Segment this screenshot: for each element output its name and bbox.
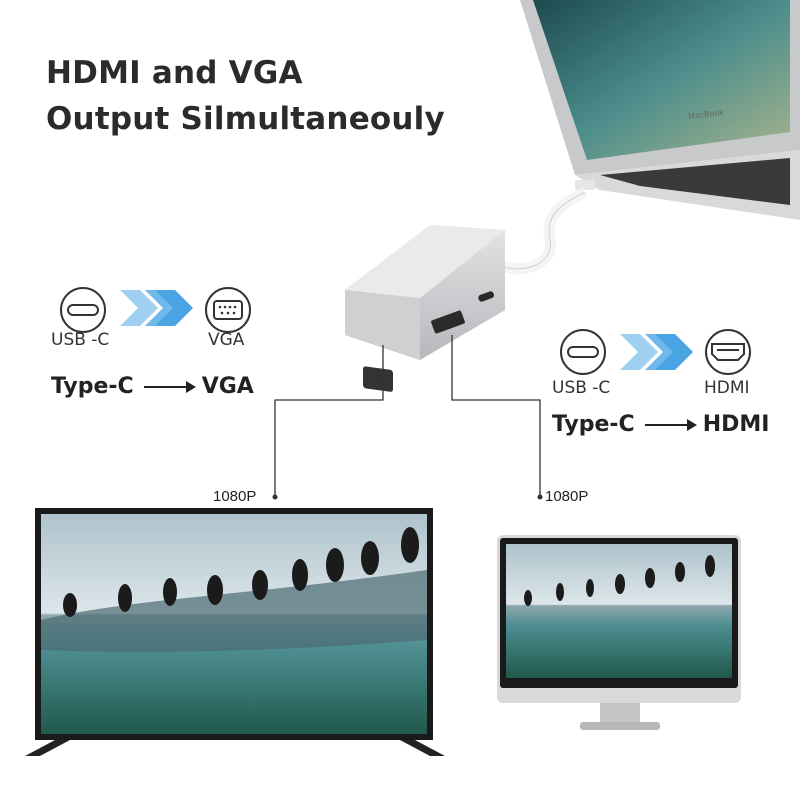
connection-lines <box>274 335 541 495</box>
laptop <box>520 0 800 220</box>
vga-port-icon <box>205 287 251 333</box>
usb-c-port-icon <box>60 287 106 333</box>
vga-source-label: USB -C <box>51 330 110 350</box>
vga-conversion-to: VGA <box>201 374 254 399</box>
hdmi-port <box>431 310 465 334</box>
headline-line-2: Output Silmultaneouly <box>46 101 445 137</box>
right-arrow-icon <box>143 380 196 393</box>
headline: HDMI and VGA Output Silmultaneouly <box>46 50 445 142</box>
usb-c-plug <box>575 180 595 190</box>
vga-target-label: VGA <box>208 330 245 350</box>
hdmi-conversion-from: Type-C <box>552 412 635 437</box>
adapter <box>345 225 505 392</box>
headline-line-1: HDMI and VGA <box>46 55 303 91</box>
chevron-arrows-icon <box>120 290 193 326</box>
tv-resolution-label: 1080P <box>213 488 257 505</box>
monitor-screen <box>506 544 732 678</box>
hdmi-conversion: Type-C HDMI <box>552 412 769 437</box>
monitor-resolution-label: 1080P <box>545 488 589 505</box>
tv-connection-dot <box>272 494 278 500</box>
hdmi-target-label: HDMI <box>704 378 750 398</box>
right-arrow-icon <box>644 418 697 431</box>
monitor <box>497 535 741 730</box>
laptop-keyboard <box>600 158 790 205</box>
usb-c-port <box>478 291 495 302</box>
vga-port <box>363 366 393 392</box>
monitor-stand <box>580 722 660 730</box>
vga-conversion-from: Type-C <box>51 374 134 399</box>
tv <box>25 508 445 756</box>
hdmi-conversion-to: HDMI <box>702 412 770 437</box>
laptop-screen <box>533 0 790 160</box>
vga-conversion: Type-C VGA <box>51 374 254 399</box>
monitor-connection-dot <box>537 494 543 500</box>
hdmi-port-icon <box>705 329 751 375</box>
usb-c-port-icon <box>560 329 606 375</box>
chevron-arrows-icon <box>620 334 693 370</box>
hdmi-source-label: USB -C <box>552 378 611 398</box>
